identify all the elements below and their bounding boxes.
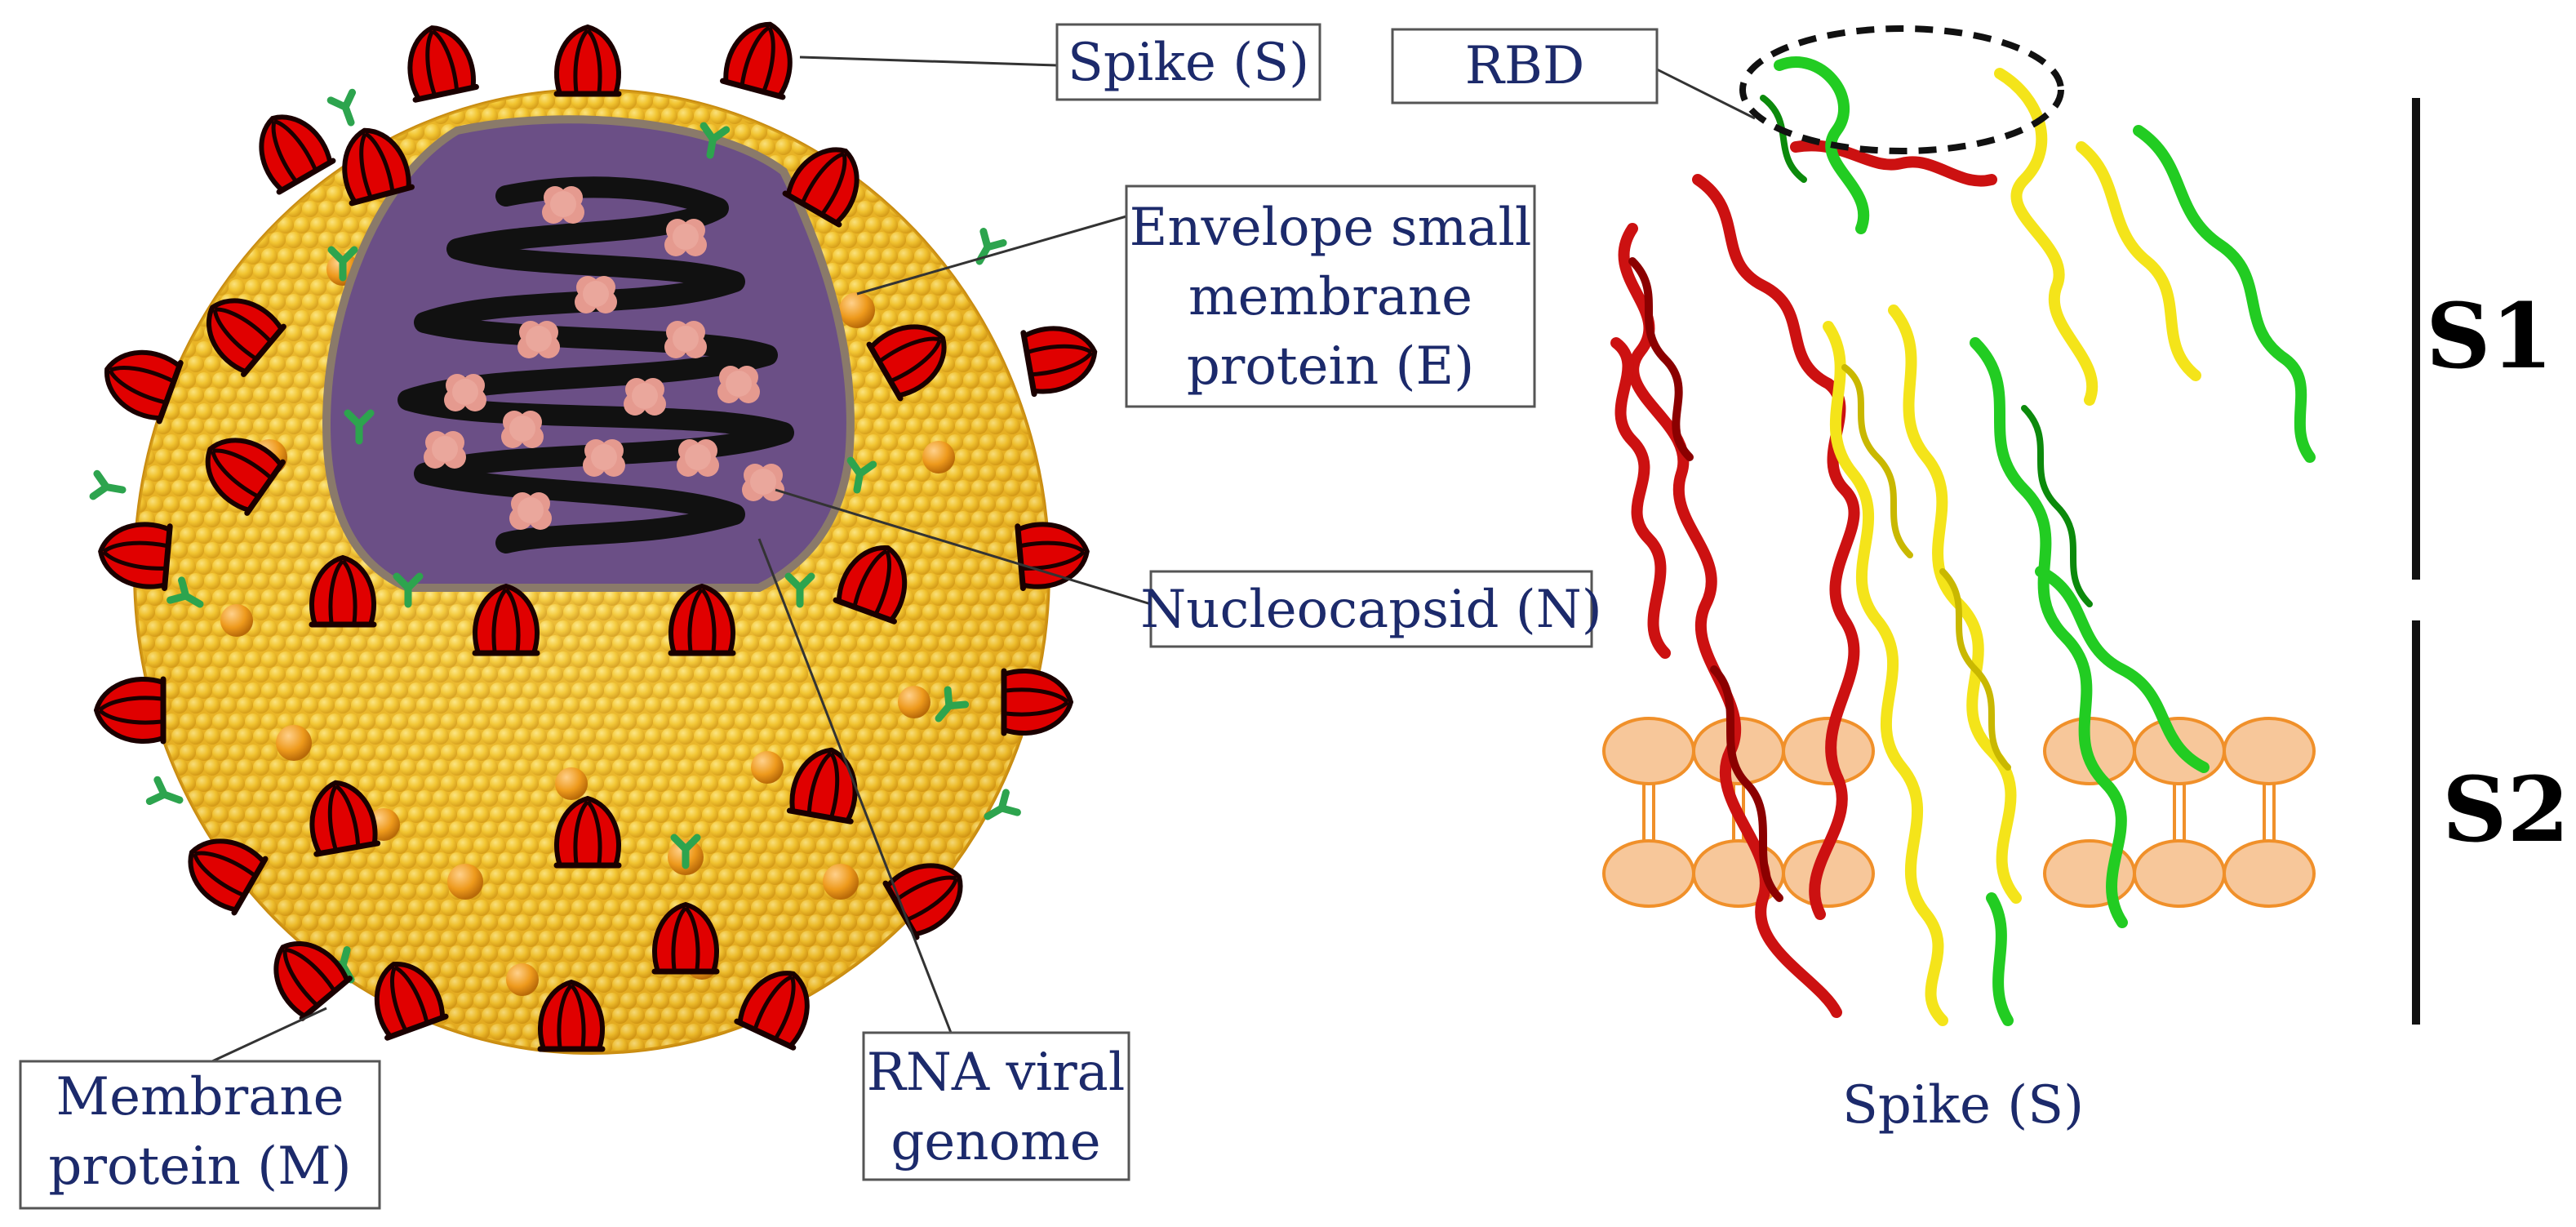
rna-genome-label: RNA viral genome bbox=[862, 1031, 1130, 1181]
virion-callouts: Spike (S) Envelope small membrane protei… bbox=[19, 23, 1602, 1210]
svg-text:Spike (S): Spike (S) bbox=[1068, 33, 1309, 93]
virion-illustration bbox=[93, 16, 1100, 1055]
svg-text:Nucleocapsid (N): Nucleocapsid (N) bbox=[1140, 580, 1601, 640]
spike-structure: RBD Spike (S) S1 S2 bbox=[1391, 25, 2569, 1136]
spike-trimer-ribbons bbox=[1610, 56, 2316, 1026]
nucleocapsid-label: Nucleocapsid (N) bbox=[1140, 570, 1602, 648]
svg-text:RBD: RBD bbox=[1465, 36, 1585, 96]
envelope-leader-line bbox=[856, 215, 1127, 296]
spike-label: Spike (S) bbox=[1055, 23, 1321, 101]
rna-leader-line bbox=[757, 538, 953, 1034]
envelope-protein-label: Envelope small membrane protein (E) bbox=[1125, 184, 1536, 408]
svg-text:membrane: membrane bbox=[1188, 267, 1472, 327]
rbd-leader-line bbox=[1656, 68, 1756, 120]
membrane-protein-label: Membrane protein (M) bbox=[19, 1060, 381, 1210]
s1-label: S1 bbox=[2426, 283, 2553, 389]
lipid-bilayer bbox=[1602, 717, 2316, 908]
spike-leader-line bbox=[799, 56, 1058, 67]
nucleocapsid-leader-line bbox=[775, 488, 1152, 606]
svg-text:genome: genome bbox=[890, 1112, 1100, 1172]
s2-label: S2 bbox=[2442, 757, 2569, 862]
rbd-label: RBD bbox=[1391, 28, 1659, 104]
svg-text:protein (M): protein (M) bbox=[48, 1136, 351, 1197]
svg-text:protein (E): protein (E) bbox=[1187, 336, 1474, 397]
spike-structure-caption: Spike (S) bbox=[1842, 1075, 2084, 1136]
svg-text:Membrane: Membrane bbox=[56, 1067, 344, 1127]
rna-genome-strand bbox=[398, 176, 794, 553]
svg-text:Envelope small: Envelope small bbox=[1130, 198, 1532, 258]
rbd-highlight bbox=[1739, 25, 2064, 154]
svg-text:RNA viral: RNA viral bbox=[867, 1043, 1126, 1103]
membrane-leader-line bbox=[211, 1007, 327, 1063]
